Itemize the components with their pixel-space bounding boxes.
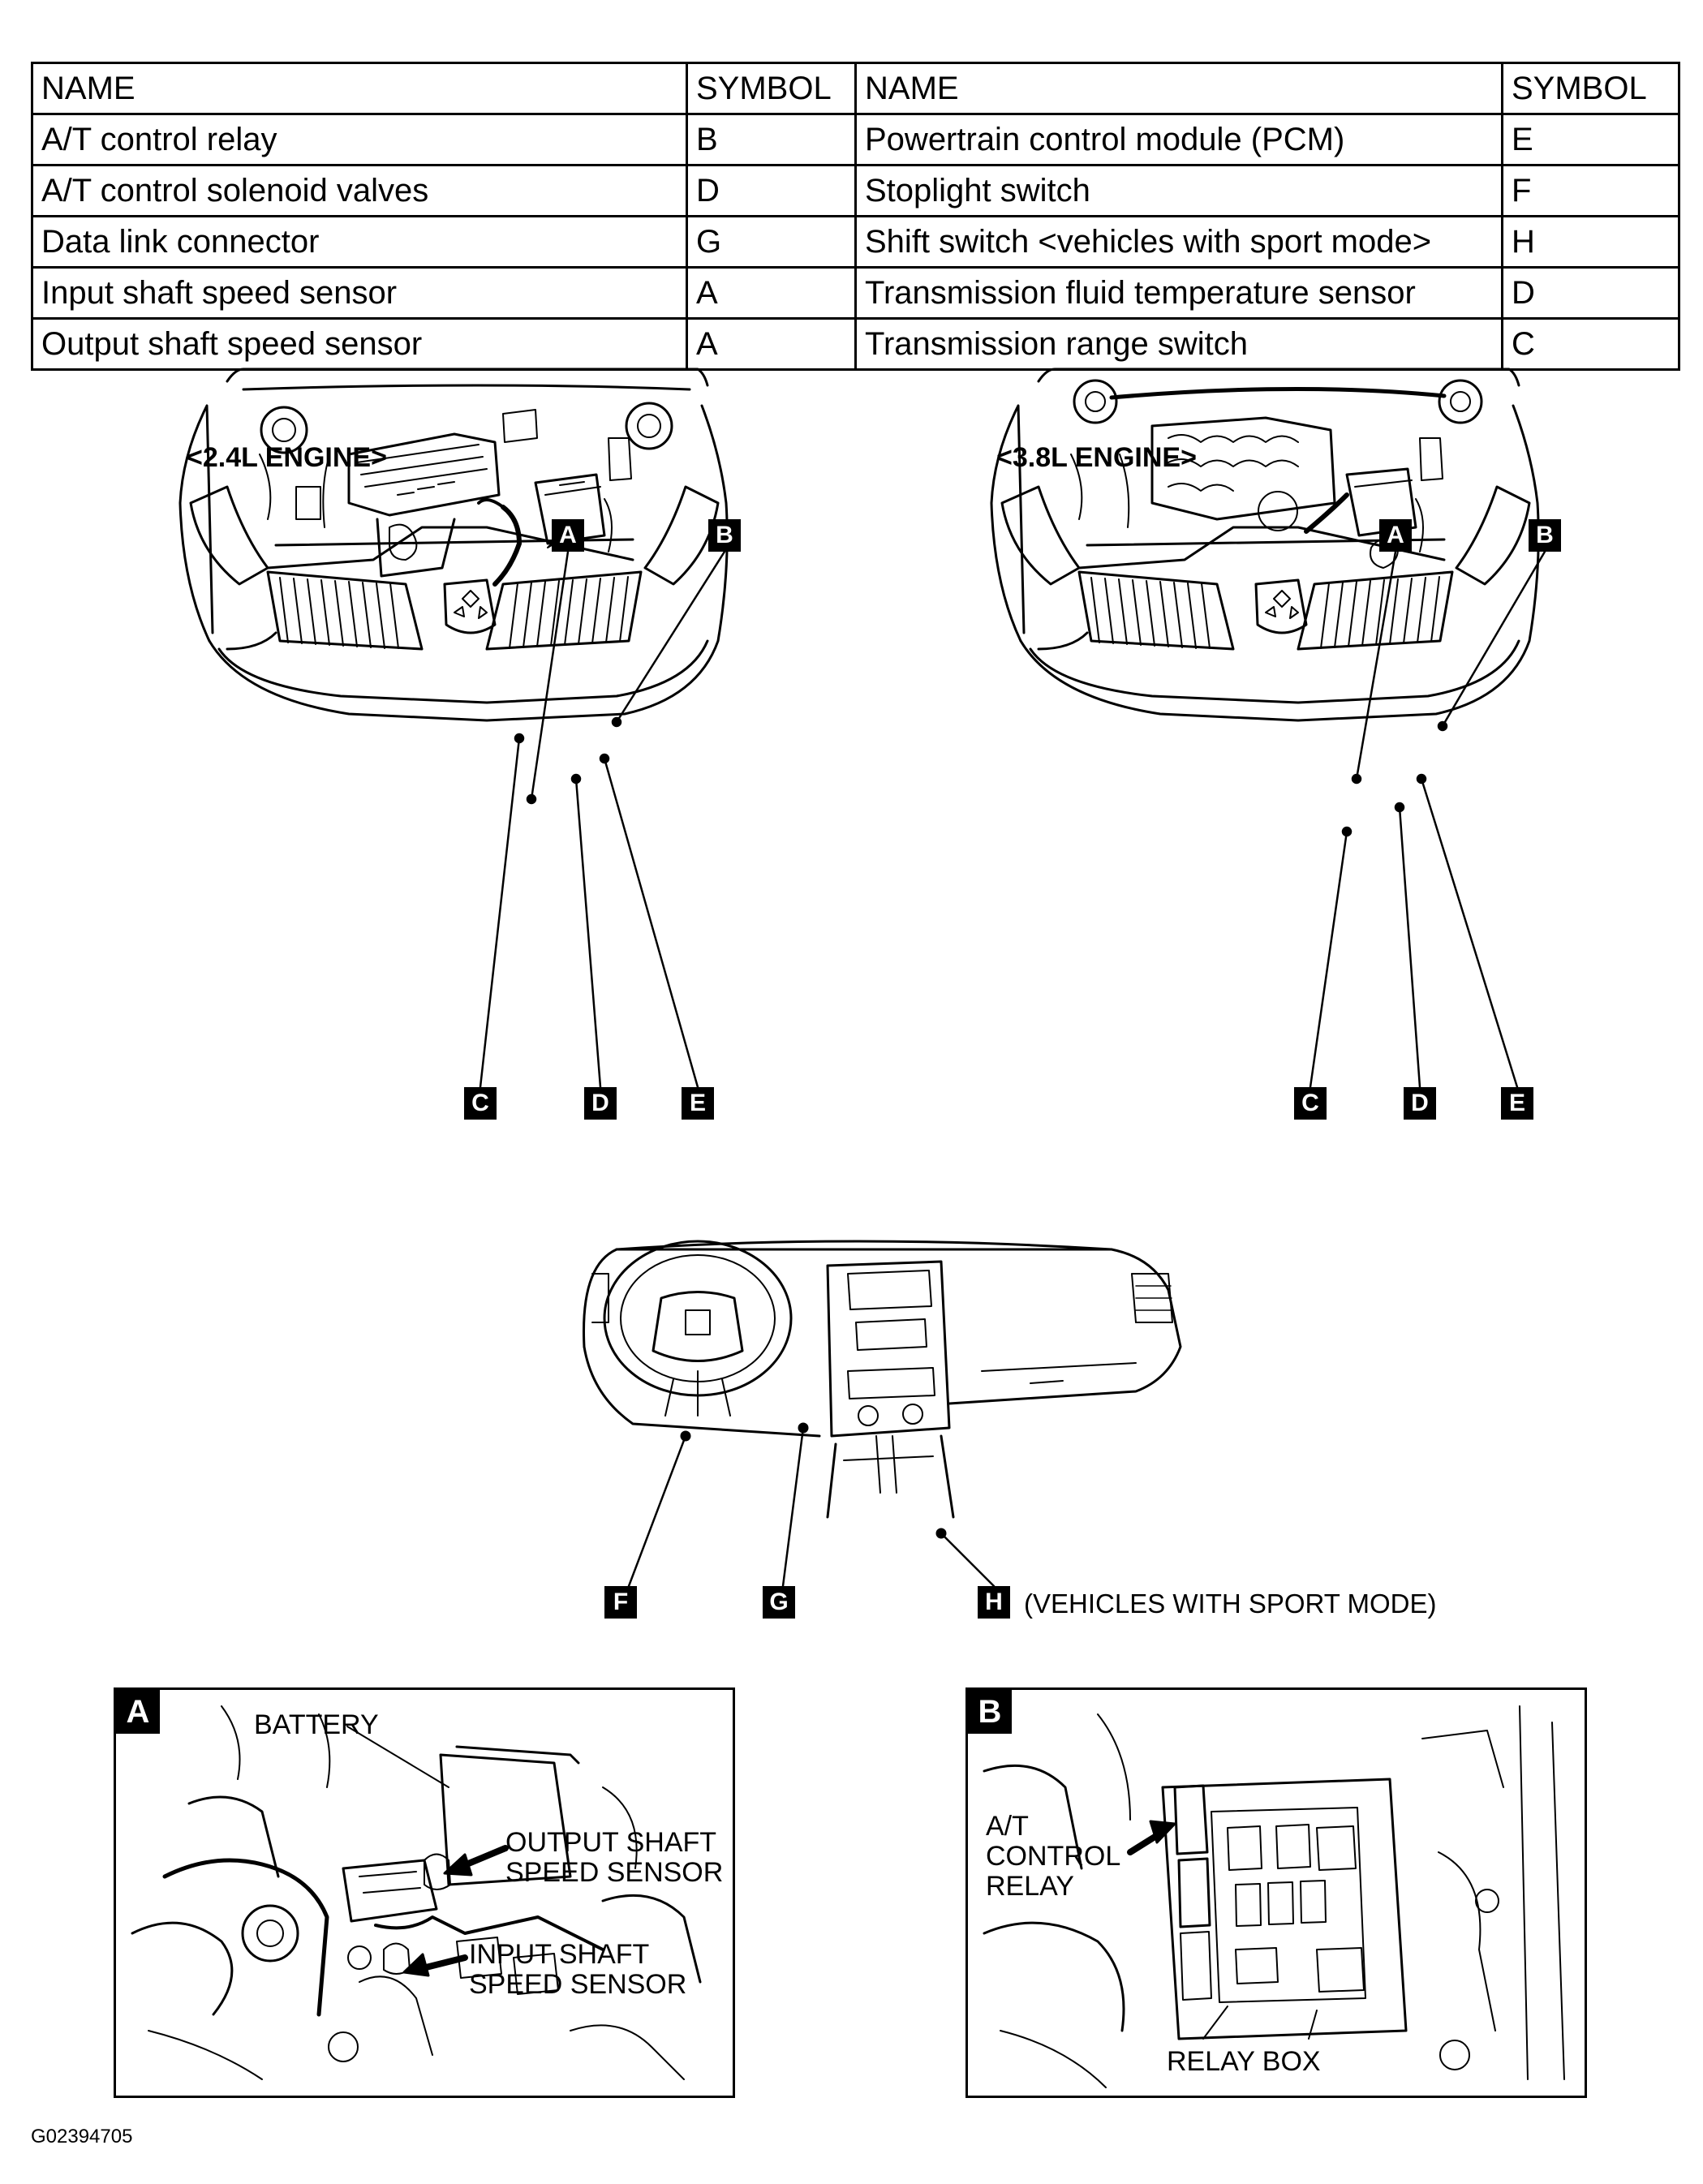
- table-row: Data link connector G Shift switch <vehi…: [31, 215, 1680, 269]
- marker-e-2-4l: E: [682, 1087, 714, 1120]
- leader-a-right: [1355, 550, 1397, 780]
- output-shaft-speed-sensor-label: OUTPUT SHAFT SPEED SENSOR: [505, 1827, 724, 1888]
- detail-panel-b: B A/T CONTROL RELAY RELAY BOX: [965, 1687, 1587, 2098]
- h-note: (VEHICLES WITH SPORT MODE): [1024, 1589, 1437, 1619]
- table-cell: Data link connector: [31, 215, 688, 269]
- detail-b-tag: B: [968, 1690, 1012, 1734]
- input-shaft-speed-sensor-label: INPUT SHAFT SPEED SENSOR: [469, 1939, 687, 2000]
- table-cell: A/T control solenoid valves: [31, 164, 688, 217]
- engine-bay-3-8l: [990, 368, 1540, 722]
- leader-b-right: [1441, 550, 1546, 728]
- marker-g: G: [763, 1586, 795, 1619]
- table-cell: Input shaft speed sensor: [31, 266, 688, 320]
- table-cell: Powertrain control module (PCM): [854, 113, 1503, 166]
- table-row: Output shaft speed sensor A Transmission…: [31, 317, 1680, 371]
- marker-a-2-4l: A: [552, 519, 584, 552]
- engine-label-2-4l: <2.4L ENGINE>: [187, 442, 387, 473]
- marker-f: F: [604, 1586, 637, 1619]
- marker-b-3-8l: B: [1529, 519, 1561, 552]
- table-row: A/T control solenoid valves D Stoplight …: [31, 164, 1680, 217]
- engine-bay-2-4l: [178, 368, 729, 722]
- marker-a-3-8l: A: [1379, 519, 1412, 552]
- leader-lines-engine: [479, 550, 1546, 1089]
- component-location-table: NAME SYMBOL NAME SYMBOL A/T control rela…: [31, 62, 1680, 371]
- leader-e-left: [603, 757, 699, 1089]
- table-cell: Transmission fluid temperature sensor: [854, 266, 1503, 320]
- dashboard-illustration: [583, 1240, 1182, 1588]
- table-cell: G: [686, 215, 857, 269]
- table-cell: A/T control relay: [31, 113, 688, 166]
- relay-box-label: RELAY BOX: [1167, 2046, 1321, 2077]
- header-symbol-1: SYMBOL: [686, 62, 857, 115]
- detail-b-illustration: [983, 1705, 1565, 2088]
- table-cell: C: [1501, 317, 1680, 371]
- table-cell: A: [686, 266, 857, 320]
- leader-e-right: [1420, 777, 1519, 1089]
- engine-bay-illustrations: [178, 368, 1546, 1089]
- leader-d-left: [574, 777, 602, 1089]
- marker-d-2-4l: D: [584, 1087, 617, 1120]
- detail-a-illustration: [131, 1705, 702, 2080]
- figure-id: G02394705: [31, 2126, 133, 2147]
- leader-c-right: [1309, 830, 1348, 1089]
- table-cell: Output shaft speed sensor: [31, 317, 688, 371]
- marker-c-2-4l: C: [464, 1087, 497, 1120]
- leader-d-right: [1398, 806, 1421, 1089]
- detail-a-tag: A: [116, 1690, 160, 1734]
- table-cell: D: [1501, 266, 1680, 320]
- marker-d-3-8l: D: [1404, 1087, 1436, 1120]
- leader-c-left: [479, 737, 521, 1089]
- detail-panel-a: A BATTERY OUTPUT SHAFT SPEED SENSOR INPU…: [114, 1687, 735, 2098]
- table-header-row: NAME SYMBOL NAME SYMBOL: [31, 62, 1680, 115]
- leader-b-left: [615, 550, 726, 724]
- at-control-relay-label: A/T CONTROL RELAY: [986, 1811, 1121, 1902]
- table-row: A/T control relay B Powertrain control m…: [31, 113, 1680, 166]
- table-cell: E: [1501, 113, 1680, 166]
- header-name-2: NAME: [854, 62, 1503, 115]
- marker-h: H: [978, 1586, 1010, 1619]
- header-name-1: NAME: [31, 62, 688, 115]
- table-cell: F: [1501, 164, 1680, 217]
- table-cell: H: [1501, 215, 1680, 269]
- battery-label: BATTERY: [254, 1709, 379, 1740]
- table-cell: A: [686, 317, 857, 371]
- marker-b-2-4l: B: [708, 519, 741, 552]
- table-row: Input shaft speed sensor A Transmission …: [31, 266, 1680, 320]
- table-cell: Stoplight switch: [854, 164, 1503, 217]
- marker-c-3-8l: C: [1294, 1087, 1327, 1120]
- table-cell: B: [686, 113, 857, 166]
- marker-e-3-8l: E: [1501, 1087, 1533, 1120]
- header-symbol-2: SYMBOL: [1501, 62, 1680, 115]
- table-cell: Shift switch <vehicles with sport mode>: [854, 215, 1503, 269]
- table-cell: D: [686, 164, 857, 217]
- leader-a-left: [530, 550, 570, 801]
- engine-label-3-8l: <3.8L ENGINE>: [996, 442, 1197, 473]
